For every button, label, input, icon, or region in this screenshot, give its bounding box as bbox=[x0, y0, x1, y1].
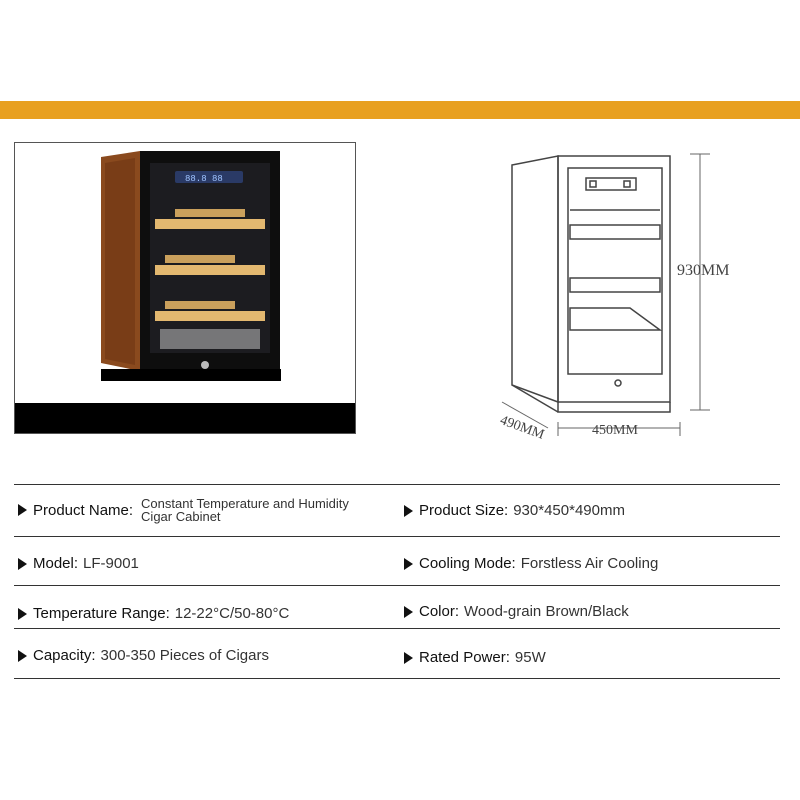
spec-value: 12-22°C/50-80°C bbox=[174, 605, 290, 622]
table-rule bbox=[14, 628, 780, 629]
spec-product-size: Product Size: 930*450*490mm bbox=[404, 502, 625, 519]
spec-label: Product Size: bbox=[419, 502, 509, 519]
width-dimension-label: 450MM bbox=[592, 423, 638, 438]
spec-value: Forstless Air Cooling bbox=[520, 555, 659, 572]
cabinet-illustration: 88.8 88 bbox=[101, 151, 281, 381]
spec-label: Cooling Mode: bbox=[419, 555, 516, 572]
arrow-right-icon bbox=[18, 504, 27, 516]
table-rule bbox=[14, 678, 780, 679]
spec-label: Model: bbox=[33, 555, 79, 572]
product-photo: 88.8 88 bbox=[14, 142, 356, 434]
arrow-right-icon bbox=[18, 607, 27, 620]
spec-value: Constant Temperature and Humidity Cigar … bbox=[141, 496, 349, 524]
arrow-right-icon bbox=[404, 504, 413, 517]
photo-floor bbox=[15, 403, 355, 433]
dimension-drawing bbox=[501, 153, 710, 436]
spec-label: Temperature Range: bbox=[33, 605, 170, 622]
arrow-right-icon bbox=[404, 651, 413, 664]
accent-bar bbox=[0, 101, 800, 119]
spec-capacity: Capacity: 300-350 Pieces of Cigars bbox=[18, 647, 269, 664]
spec-temperature-range: Temperature Range: 12-22°C/50-80°C bbox=[18, 605, 289, 622]
spec-value: LF-9001 bbox=[83, 555, 139, 572]
arrow-right-icon bbox=[18, 557, 27, 570]
spec-value: 930*450*490mm bbox=[513, 502, 625, 519]
table-rule bbox=[14, 484, 780, 485]
arrow-right-icon bbox=[404, 605, 413, 618]
spec-color: Color: Wood-grain Brown/Black bbox=[404, 603, 629, 620]
spec-cooling-mode: Cooling Mode: Forstless Air Cooling bbox=[404, 555, 658, 572]
spec-model: Model: LF-9001 bbox=[18, 555, 139, 572]
spec-label: Product Name: bbox=[33, 501, 134, 519]
height-dimension-label: 930MM bbox=[677, 262, 730, 279]
spec-rated-power: Rated Power: 95W bbox=[404, 649, 546, 666]
table-rule bbox=[14, 536, 780, 537]
spec-value: 95W bbox=[514, 649, 546, 666]
arrow-right-icon bbox=[404, 557, 413, 570]
spec-value: Wood-grain Brown/Black bbox=[464, 603, 629, 620]
spec-value: 300-350 Pieces of Cigars bbox=[100, 647, 269, 664]
spec-label: Rated Power: bbox=[419, 649, 510, 666]
arrow-right-icon bbox=[18, 649, 27, 662]
table-rule bbox=[14, 585, 780, 586]
spec-label: Capacity: bbox=[33, 647, 96, 664]
svg-text:88.8 88: 88.8 88 bbox=[185, 174, 223, 184]
spec-label: Color: bbox=[419, 603, 460, 620]
spec-product-name: Product Name: Constant Temperature and H… bbox=[18, 497, 349, 523]
